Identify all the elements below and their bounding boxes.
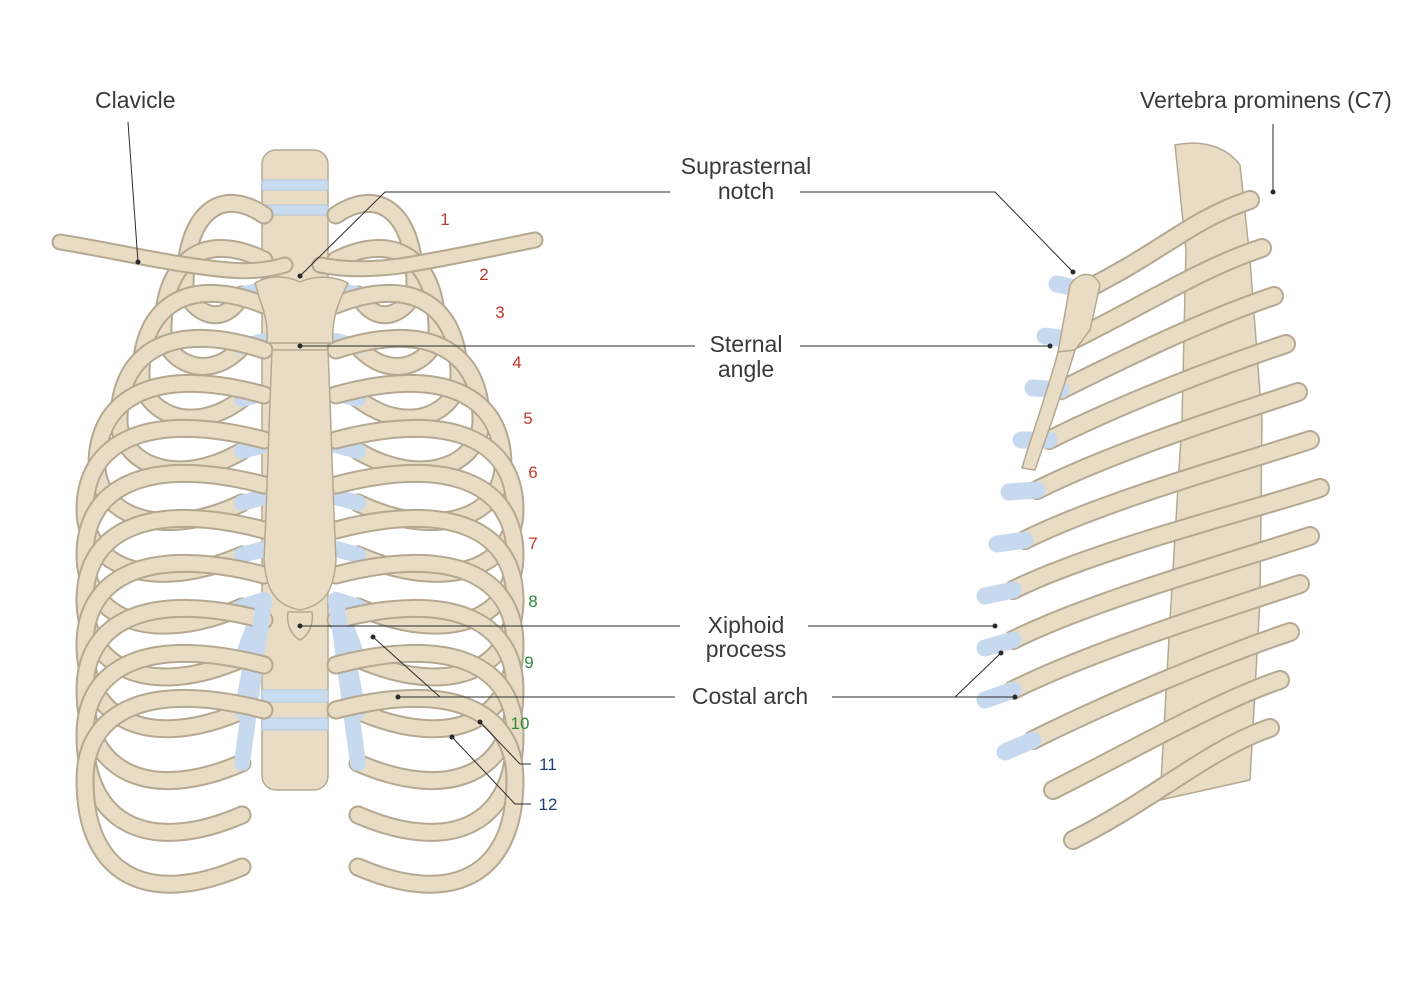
vertebra-prominens-label: Vertebra prominens (C7) <box>1140 87 1392 113</box>
rib-2-left-front-fill <box>328 241 445 374</box>
costal-cartilage-6 <box>328 541 366 563</box>
clavicle-marker <box>135 259 141 265</box>
rib-number-8: 8 <box>528 592 537 611</box>
clavicle-leader <box>127 121 139 263</box>
rib-12-right-front-fill <box>77 691 272 892</box>
rib-2-right-front-fill <box>155 241 272 374</box>
suprasternal-leader-front <box>299 191 670 277</box>
rib-1-left-front-fill <box>328 196 423 323</box>
manubrium <box>254 276 349 344</box>
rib-6-lateral-fill <box>1017 432 1318 548</box>
lateral-costal-cartilage-9 <box>976 681 1022 709</box>
lateral-costal-cartilage-6 <box>988 531 1034 553</box>
rib-11-marker <box>477 719 483 725</box>
suprasternal-marker-front <box>297 273 303 279</box>
costal-cartilage-10 <box>234 592 272 771</box>
costal-arch-label: Costal arch <box>692 683 808 709</box>
suprasternal-leader-side <box>800 191 1074 273</box>
suprasternal-notch-label-line2: notch <box>718 178 774 204</box>
rib-number-5: 5 <box>523 409 532 428</box>
rib-12-lateral-fill <box>1065 720 1278 848</box>
rib-10-lateral-fill <box>1025 624 1298 748</box>
lateral-costal-cartilage-5 <box>1000 481 1046 501</box>
rib-3-lateral-fill <box>1053 288 1282 398</box>
costal-arch-marker-side-b <box>1012 694 1018 700</box>
rib-11-lateral-fill <box>1045 672 1288 798</box>
rib-7-left-front-fill <box>328 466 523 633</box>
rib-3-right-front-fill <box>133 285 272 426</box>
intervertebral-disc <box>261 179 329 191</box>
rib-number-4: 4 <box>512 353 521 372</box>
rib-8-right-front-fill <box>77 511 272 685</box>
rib-number-10: 10 <box>511 714 530 733</box>
rib-number-9: 9 <box>524 653 533 672</box>
suprasternal-notch-label-line1: Suprasternal <box>681 153 811 179</box>
rib-4-lateral-fill <box>1041 336 1294 448</box>
rib-7-right-front-fill <box>77 466 272 633</box>
xiphoid-process-label-line1: Xiphoid <box>708 612 785 638</box>
lateral-costal-cartilage-7 <box>976 581 1022 605</box>
sternal-angle-label-line2: angle <box>718 356 774 382</box>
rib-3-left-front-fill <box>328 285 467 426</box>
sternal-angle-label-line1: Sternal <box>710 331 783 357</box>
xiphoid-marker-front <box>297 623 303 629</box>
rib-9-left-front-fill <box>328 556 523 737</box>
costal-arch-marker-side-a <box>998 650 1004 656</box>
rib-12-marker <box>449 734 455 740</box>
lateral-costal-cartilage-10 <box>996 731 1042 761</box>
rib-number-6: 6 <box>528 463 537 482</box>
rib-number-1: 1 <box>440 210 449 229</box>
rib-12-leader <box>451 736 531 805</box>
rib-8-lateral-fill <box>1005 528 1318 648</box>
costal-cartilage-5 <box>234 489 272 511</box>
lateral-rib-cage-illustration <box>976 142 1330 850</box>
rib-1-lateral-fill <box>1077 192 1258 298</box>
costal-arch-leader-side-a <box>832 652 1002 698</box>
costal-arch-marker-front-b <box>395 694 401 700</box>
clavicle-label: Clavicle <box>95 87 176 113</box>
leader-lines <box>127 121 1276 805</box>
lateral-manubrium <box>1057 273 1101 353</box>
costal-cartilage-5 <box>328 489 366 511</box>
rib-number-7: 7 <box>528 534 537 553</box>
xiphoid-process-label-line2: process <box>706 636 787 662</box>
lateral-ribs <box>976 190 1330 850</box>
rib-11-left-front-fill <box>328 646 523 840</box>
rib-2-lateral-fill <box>1065 240 1270 348</box>
suprasternal-marker-side <box>1070 269 1076 275</box>
sternal-angle-marker-front <box>297 343 303 349</box>
rib-number-2: 2 <box>479 265 488 284</box>
rib-10-right-front-fill <box>77 601 272 789</box>
sternal-body <box>263 349 337 611</box>
intervertebral-disc <box>261 717 329 731</box>
costal-arch-marker-front-a <box>370 634 376 640</box>
anterior-ribs <box>75 194 525 894</box>
rib-1-right-front-fill <box>177 196 272 323</box>
costal-cartilage-10 <box>328 592 366 771</box>
rib-number-12: 12 <box>539 795 558 814</box>
xiphoid-marker-side <box>992 623 998 629</box>
intervertebral-disc <box>261 689 329 703</box>
vertebra-marker <box>1270 189 1276 195</box>
rib-9-lateral-fill <box>1005 576 1308 698</box>
costal-cartilage-6 <box>234 541 272 563</box>
rib-number-11: 11 <box>539 755 557 774</box>
rib-9-right-front-fill <box>77 556 272 737</box>
rib-5-lateral-fill <box>1029 384 1306 498</box>
rib-7-lateral-fill <box>1005 480 1328 598</box>
rib-number-3: 3 <box>495 303 504 322</box>
rib-10-left-front-fill <box>328 601 523 789</box>
rib-8-left-front-fill <box>328 511 523 685</box>
rib-11-leader <box>479 721 531 765</box>
anterior-rib-cage-illustration <box>51 149 544 894</box>
rib-12-left-front-fill <box>328 691 523 892</box>
lateral-costal-cartilage-8 <box>976 631 1022 657</box>
sternal-angle-marker-side <box>1047 343 1053 349</box>
rib-11-right-front-fill <box>77 646 272 840</box>
lateral-sternal-body <box>1021 349 1077 471</box>
sternum <box>254 276 349 641</box>
clavicle-bone <box>51 231 544 280</box>
